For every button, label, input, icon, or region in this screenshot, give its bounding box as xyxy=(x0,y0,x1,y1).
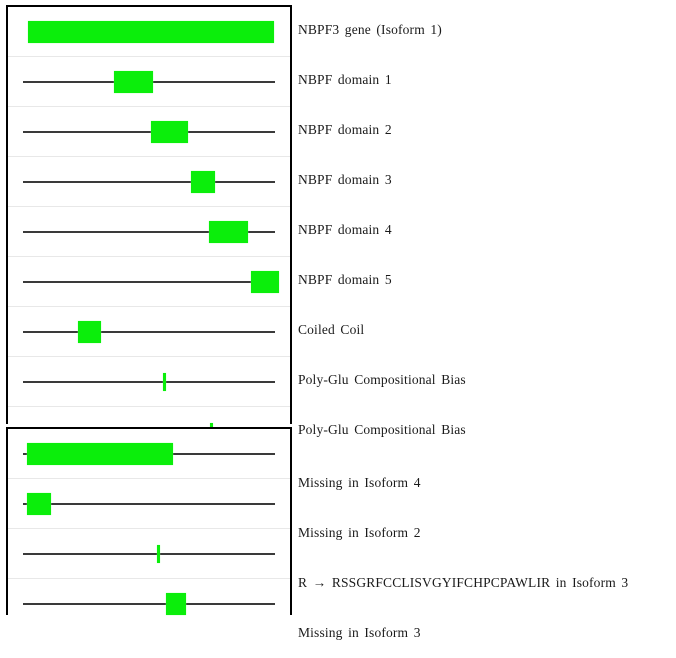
row-missing-isoform-2-label: Missing in Isoform 2 xyxy=(298,508,674,558)
row-nbpf3-gene-isoform-1-label: NBPF3 gene (Isoform 1) xyxy=(298,5,674,55)
row-nbpf3-gene-isoform-1-track xyxy=(8,7,290,57)
row-nbpf-domain-2-backbone-line xyxy=(23,130,275,133)
row-nbpf-domain-2-label-text: NBPF domain 2 xyxy=(298,122,392,138)
row-nbpf-domain-5-label-text: NBPF domain 5 xyxy=(298,272,392,288)
row-poly-glu-bias-2-label: Poly-Glu Compositional Bias xyxy=(298,405,674,455)
row-nbpf-domain-2-label: NBPF domain 2 xyxy=(298,105,674,155)
row-coiled-coil-backbone-line xyxy=(23,330,275,333)
row-missing-isoform-3-label-text: Missing in Isoform 3 xyxy=(298,625,421,641)
row-poly-glu-bias-1-label: Poly-Glu Compositional Bias xyxy=(298,355,674,405)
row-poly-glu-bias-1-track xyxy=(8,357,290,407)
feature-map-diagram: NBPF3 gene (Isoform 1) NBPF domain 1 NBPF … xyxy=(6,5,628,639)
row-nbpf-domain-3-label: NBPF domain 3 xyxy=(298,155,674,205)
row-variant-isoform-3-label: R → RSSGRFCCLISVGYIFCHPCPAWLIR in Isofor… xyxy=(298,558,674,608)
row-variant-isoform-3-label-text: R → RSSGRFCCLISVGYIFCHPCPAWLIR in Isofor… xyxy=(298,575,629,591)
row-variant-isoform-3-feature-block[interactable] xyxy=(157,544,161,563)
row-nbpf-domain-1-feature-block[interactable] xyxy=(113,70,153,93)
row-coiled-coil-label: Coiled Coil xyxy=(298,305,674,355)
row-nbpf-domain-3-label-text: NBPF domain 3 xyxy=(298,172,392,188)
row-missing-isoform-4-feature-block[interactable] xyxy=(26,442,173,465)
row-nbpf-domain-2-track xyxy=(8,107,290,157)
row-missing-isoform-4-track xyxy=(8,429,290,479)
isoform-feature-panel xyxy=(6,427,292,629)
row-poly-glu-bias-1-label-text: Poly-Glu Compositional Bias xyxy=(298,372,466,388)
row-coiled-coil-track xyxy=(8,307,290,357)
row-variant-isoform-3-track xyxy=(8,529,290,579)
row-variant-isoform-3-backbone-line xyxy=(23,552,275,555)
row-missing-isoform-2-backbone-line xyxy=(23,502,275,505)
row-missing-isoform-2-label-text: Missing in Isoform 2 xyxy=(298,525,421,541)
row-poly-glu-bias-1-backbone-line xyxy=(23,380,275,383)
row-poly-glu-bias-2-label-text: Poly-Glu Compositional Bias xyxy=(298,422,466,438)
row-nbpf-domain-1-track xyxy=(8,57,290,107)
row-poly-glu-bias-1-feature-block[interactable] xyxy=(162,372,166,391)
row-nbpf-domain-4-label-text: NBPF domain 4 xyxy=(298,222,392,238)
row-nbpf3-gene-isoform-1-feature-block[interactable] xyxy=(28,20,274,43)
row-missing-isoform-3-backbone-line xyxy=(23,603,275,605)
row-nbpf3-gene-isoform-1-label-text: NBPF3 gene (Isoform 1) xyxy=(298,22,442,38)
row-nbpf-domain-5-label: NBPF domain 5 xyxy=(298,255,674,305)
row-missing-isoform-2-track xyxy=(8,479,290,529)
row-coiled-coil-feature-block[interactable] xyxy=(78,320,102,343)
row-nbpf-domain-5-backbone-line xyxy=(23,280,275,283)
feature-label-column: NBPF3 gene (Isoform 1) NBPF domain 1 NBPF … xyxy=(298,5,674,658)
main-feature-panel xyxy=(6,5,292,457)
row-nbpf-domain-4-track xyxy=(8,207,290,257)
row-nbpf-domain-4-label: NBPF domain 4 xyxy=(298,205,674,255)
row-missing-isoform-2-feature-block[interactable] xyxy=(26,492,52,515)
row-missing-isoform-3-feature-block[interactable] xyxy=(166,593,187,615)
row-missing-isoform-4-label: Missing in Isoform 4 xyxy=(298,458,674,508)
row-nbpf-domain-3-feature-block[interactable] xyxy=(190,170,215,193)
row-nbpf-domain-4-feature-block[interactable] xyxy=(208,220,249,243)
row-nbpf-domain-3-track xyxy=(8,157,290,207)
row-nbpf-domain-5-feature-block[interactable] xyxy=(250,270,279,293)
row-missing-isoform-3-label: Missing in Isoform 3 xyxy=(298,608,674,658)
row-missing-isoform-4-label-text: Missing in Isoform 4 xyxy=(298,475,421,491)
row-nbpf-domain-4-backbone-line xyxy=(23,230,275,233)
row-nbpf-domain-3-backbone-line xyxy=(23,180,275,183)
row-nbpf-domain-1-label: NBPF domain 1 xyxy=(298,55,674,105)
row-nbpf-domain-2-feature-block[interactable] xyxy=(151,120,189,143)
row-missing-isoform-3-track xyxy=(8,579,290,629)
row-nbpf-domain-5-track xyxy=(8,257,290,307)
row-coiled-coil-label-text: Coiled Coil xyxy=(298,322,365,338)
row-nbpf-domain-1-label-text: NBPF domain 1 xyxy=(298,72,392,88)
